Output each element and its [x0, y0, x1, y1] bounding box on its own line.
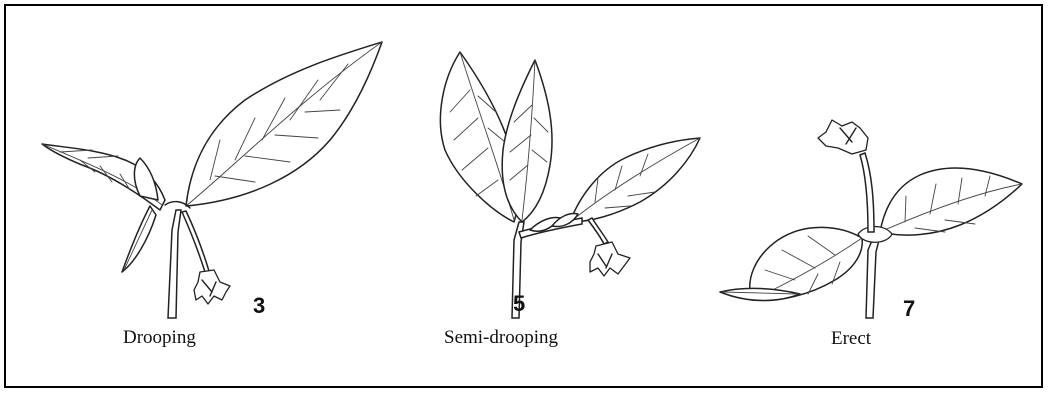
erect-score-number: 7: [903, 296, 915, 322]
drooping-plant-drawing: [42, 42, 382, 318]
drooping-score-number: 3: [253, 293, 265, 319]
erect-caption: Erect: [831, 328, 871, 350]
semi-drooping-caption: Semi-drooping: [444, 327, 558, 349]
drooping-caption: Drooping: [123, 327, 196, 349]
erect-plant-drawing: [720, 120, 1022, 318]
semi-drooping-plant-drawing: [440, 52, 700, 318]
semi-drooping-score-number: 5: [513, 291, 525, 317]
